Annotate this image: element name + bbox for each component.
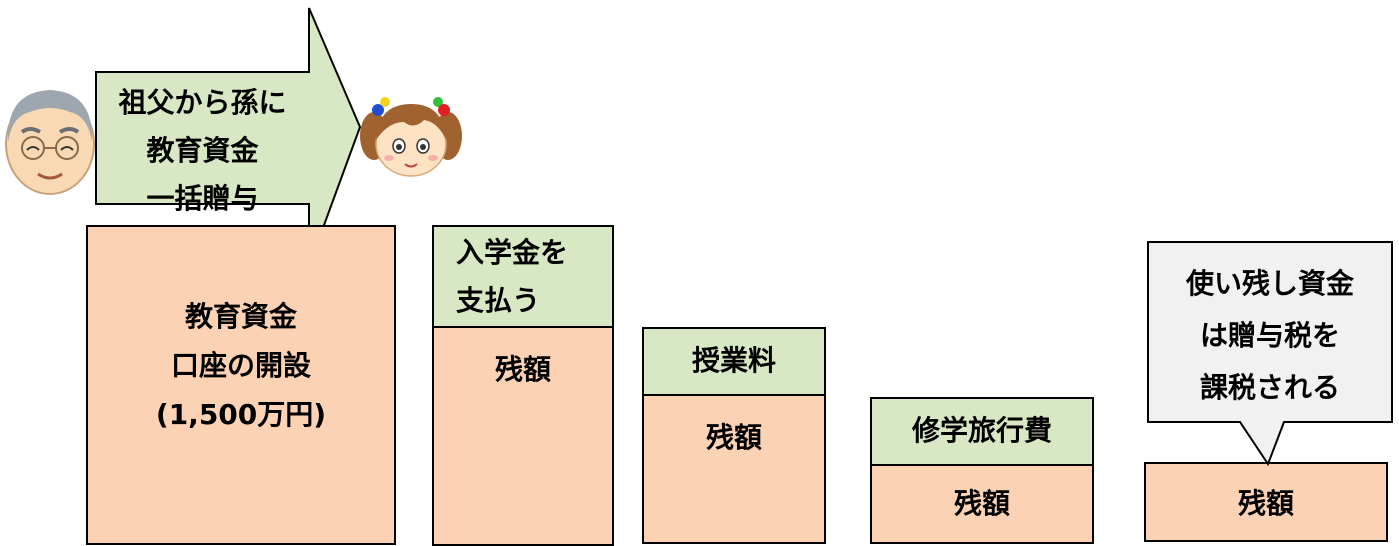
- balance-label: 残額: [1237, 487, 1294, 520]
- step-header-entrance-fee: 入学金を 支払う: [432, 225, 614, 328]
- step2-header-line-1: 授業料: [691, 344, 776, 377]
- granddaughter-icon: [358, 96, 464, 180]
- account-line-2: 口座の開設: [170, 349, 311, 382]
- callout-line-3: 課税される: [1199, 371, 1340, 404]
- arrow-line-3: 一括贈与: [146, 182, 259, 215]
- arrow-line-2: 教育資金: [146, 134, 259, 167]
- arrow-line-1: 祖父から孫に: [118, 86, 287, 119]
- gift-arrow: 祖父から孫に 教育資金 一括贈与: [95, 7, 362, 267]
- step-header-school-trip: 修学旅行費: [870, 397, 1094, 466]
- step3-header-line-1: 修学旅行費: [911, 414, 1052, 447]
- balance-label: 残額: [705, 421, 762, 454]
- callout-line-2: は贈与税を: [1199, 319, 1340, 352]
- callout-bubble: 使い残し資金 は贈与税を 課税される: [1147, 241, 1393, 467]
- step-balance-block: 残額: [432, 326, 614, 546]
- account-line-3: (1,500万円): [155, 398, 327, 431]
- step-balance-block: 残額: [642, 394, 826, 544]
- callout-line-1: 使い残し資金: [1185, 267, 1354, 300]
- balance-label: 残額: [494, 353, 551, 386]
- account-line-1: 教育資金: [184, 300, 297, 333]
- account-block: 教育資金 口座の開設 (1,500万円): [86, 225, 396, 545]
- step1-header-line-2: 支払う: [456, 284, 541, 317]
- balance-label: 残額: [953, 487, 1010, 520]
- step-header-tuition: 授業料: [642, 327, 826, 396]
- step1-header-line-1: 入学金を: [456, 236, 569, 269]
- grandfather-icon: [0, 82, 100, 204]
